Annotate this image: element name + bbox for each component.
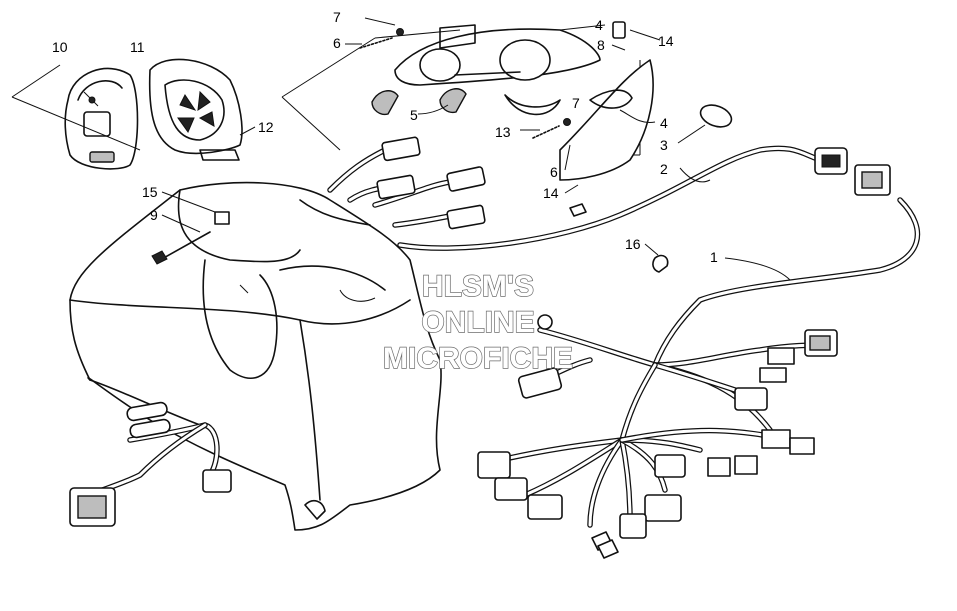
callout-6-upper: 6 [333, 35, 341, 51]
screw-upper [396, 28, 404, 36]
retaining-ring [699, 104, 733, 128]
clip-15 [214, 211, 230, 225]
callout-12: 12 [258, 119, 274, 135]
callout-4-lower: 4 [660, 115, 668, 131]
bulb-sockets [371, 88, 467, 116]
clip-16 [652, 254, 669, 273]
mounting-bolt [151, 231, 211, 265]
callout-15: 15 [142, 184, 158, 200]
spring-lower [532, 125, 560, 139]
callout-1: 1 [710, 249, 718, 265]
callout-14-upper: 14 [658, 33, 674, 49]
screw-lower [563, 118, 571, 126]
callout-5: 5 [410, 107, 418, 123]
watermark-line-1: HLSM'S [422, 270, 534, 303]
headlight-housing-lower [504, 59, 654, 181]
callout-11: 11 [130, 39, 145, 55]
headlight-housing-upper [394, 24, 601, 86]
callout-14-lower: 14 [543, 185, 559, 201]
left-harness [69, 401, 232, 527]
upper-connectors [327, 136, 486, 230]
clip-upper [612, 21, 626, 39]
speedometer-gauge [64, 67, 139, 170]
callout-7-upper: 7 [333, 9, 341, 25]
callout-7-lower: 7 [572, 95, 580, 111]
callout-10: 10 [52, 39, 68, 55]
watermark: HLSM'S ONLINE MICROFICHE [382, 269, 573, 375]
callout-numbers: 10 11 12 7 6 5 4 8 14 7 13 4 3 2 6 14 15… [52, 9, 718, 265]
harness-1 [477, 197, 921, 559]
spring-upper [359, 37, 393, 49]
callout-13: 13 [495, 124, 511, 140]
watermark-line-2: ONLINE [421, 306, 534, 339]
harness-2 [397, 145, 891, 251]
callout-8: 8 [597, 37, 605, 53]
callout-6-lower: 6 [550, 164, 558, 180]
leader-lines [161, 17, 791, 281]
callout-4-upper: 4 [595, 17, 603, 33]
callout-16: 16 [625, 236, 641, 252]
callout-9: 9 [150, 207, 158, 223]
callout-2: 2 [660, 161, 668, 177]
callout-3: 3 [660, 137, 668, 153]
clip-lower [569, 203, 587, 217]
gauge-housing [148, 58, 243, 161]
watermark-line-3: MICROFICHE [383, 342, 573, 375]
